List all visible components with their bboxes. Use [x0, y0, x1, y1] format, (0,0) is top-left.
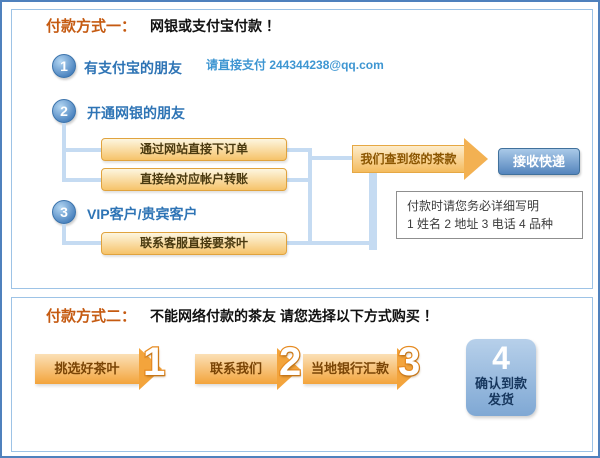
connector-line [287, 241, 312, 245]
step-label-netbank: 开通网银的朋友 [87, 105, 185, 121]
section-one-title-label: 付款方式一： [46, 18, 137, 35]
ship-goods-label: 发货 [487, 391, 514, 407]
connector-line [308, 148, 312, 245]
step-badge-2: 2 [52, 99, 76, 123]
step-number-4: 4 [492, 340, 510, 376]
connector-line [62, 148, 101, 152]
arrow-head-icon [397, 348, 420, 390]
connector-line [287, 148, 312, 152]
step-arrow-contact-us: 联系我们 [195, 354, 277, 384]
step-number-1: 1 [142, 340, 167, 384]
arrow-head-icon [277, 348, 300, 390]
step-badge-1: 1 [52, 54, 76, 78]
section-two-title-text: 不能网络付款的茶友 请您选择以下方式购买 ！ [150, 308, 438, 324]
payment-note-line1: 付款时请您务必详细写明 [407, 199, 540, 213]
payment-check-arrow: 我们查到您的茶款 [352, 145, 464, 173]
step-label-vip: VIP客户/贵宾客户 [87, 206, 198, 222]
step-badge-3: 3 [52, 200, 76, 224]
bank-transfer-button[interactable]: 直接给对应帐户转账 [101, 168, 287, 191]
step-arrow-bank-remit: 当地银行汇款 [303, 354, 397, 384]
connector-line [62, 224, 66, 245]
connector-line [287, 178, 312, 182]
connector-line [308, 241, 372, 245]
section-one-title-text: 网银或支付宝付款 ！ [150, 18, 280, 34]
confirm-shipment-card: 4 确认到款 发货 [466, 339, 536, 416]
payment-note-line2: 1 姓名 2 地址 3 电话 4 品种 [407, 217, 554, 231]
payment-email-hint: 请直接支付 244344238@qq.com [206, 58, 384, 72]
contact-service-button[interactable]: 联系客服直接要茶叶 [101, 232, 287, 255]
step-label-alipay: 有支付宝的朋友 [84, 60, 182, 76]
connector-line-thick [369, 173, 377, 250]
arrow-head-icon [139, 348, 162, 390]
connector-line [62, 123, 66, 181]
step-number-2: 2 [278, 340, 303, 384]
step-arrow-pick-tea: 挑选好茶叶 [35, 354, 139, 384]
arrow-head-icon [464, 138, 488, 180]
section-one-title: 付款方式一： 网银或支付宝付款 ！ [46, 15, 280, 36]
step-number-3: 3 [397, 340, 422, 384]
confirm-payment-label: 确认到款 [474, 375, 527, 391]
section-two-title-label: 付款方式二： [46, 308, 137, 325]
connector-line [62, 241, 101, 245]
connector-line [312, 156, 352, 160]
section-two-title: 付款方式二： 不能网络付款的茶友 请您选择以下方式购买 ！ [46, 305, 438, 326]
order-on-website-button[interactable]: 通过网站直接下订单 [101, 138, 287, 161]
receive-express-button[interactable]: 接收快递 [498, 148, 580, 175]
payment-note-box: 付款时请您务必详细写明 1 姓名 2 地址 3 电话 4 品种 [396, 191, 583, 239]
connector-line [62, 178, 101, 182]
